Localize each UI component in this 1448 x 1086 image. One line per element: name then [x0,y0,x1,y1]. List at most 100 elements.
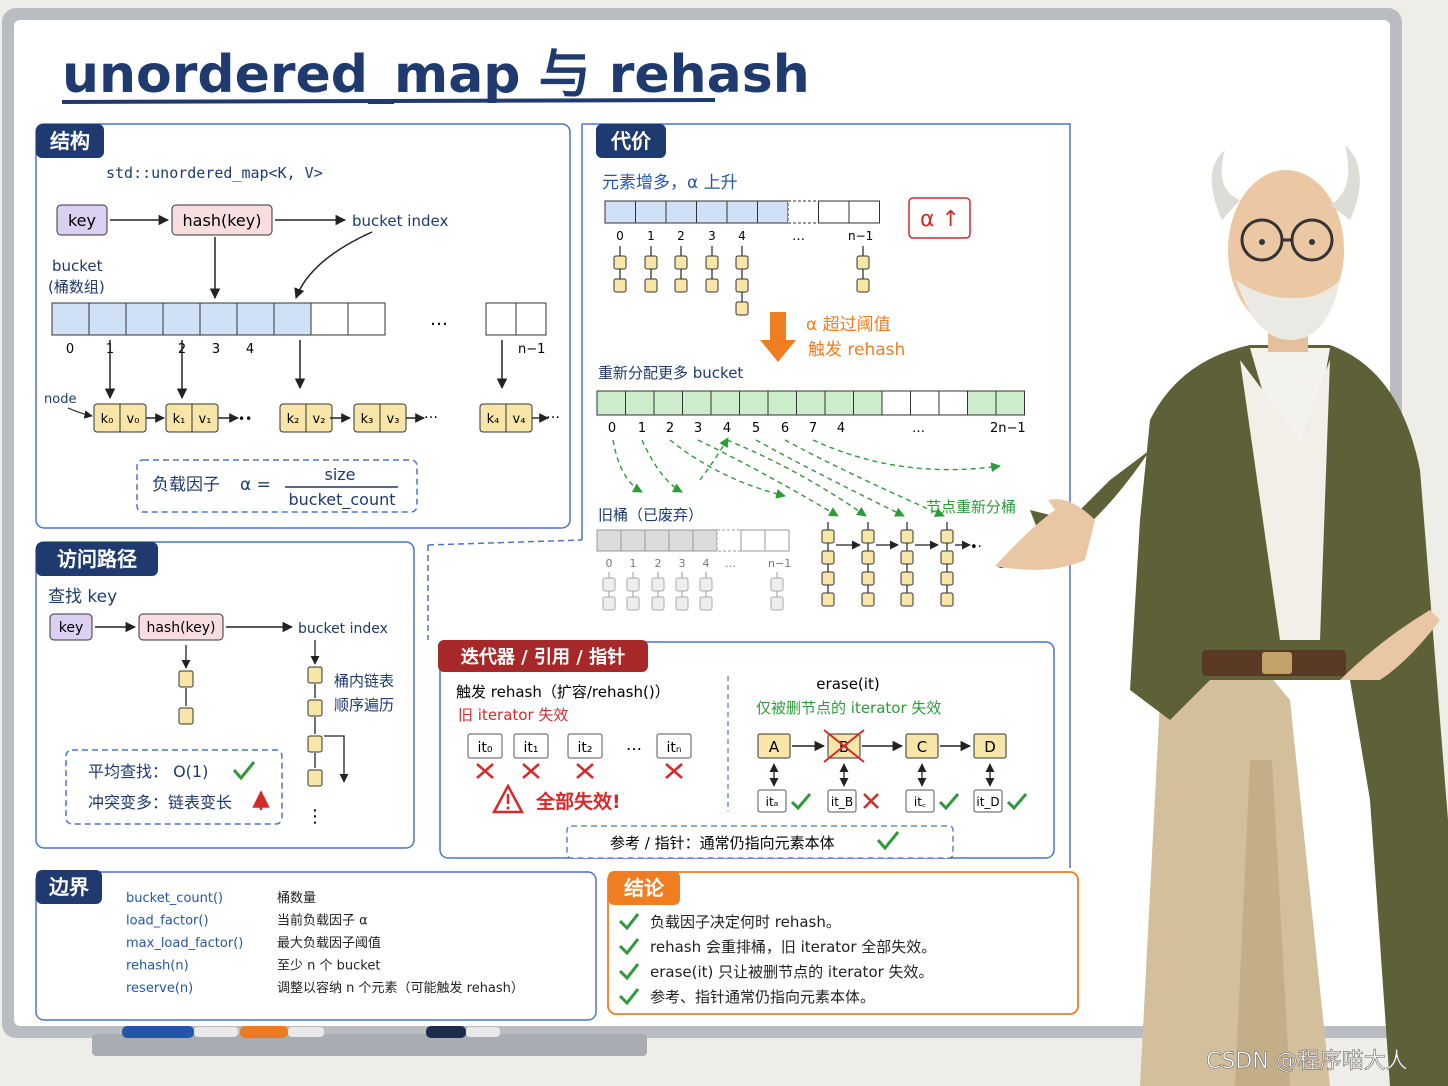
access-bucket-index: bucket index [298,621,388,637]
alpha-badge [908,197,971,239]
cost-bucket-index: 2 [677,229,685,243]
trigger-down-arrow-icon [760,312,796,362]
structure-type-label: std::unordered_map<K, V> [106,164,323,182]
old-bucket-cell [692,529,718,552]
svg-text:…: … [912,421,925,436]
node-iterator-label: itₐ [766,795,779,809]
bucket-cell [88,302,127,336]
chain-node [900,592,914,607]
node-key: k₄ [487,412,500,427]
conclusion-item: 参考、指针通常仍指向元素本体。 [650,988,875,1006]
new-bucket-index: 7 [809,421,817,436]
new-bucket-cell [938,390,968,416]
invalid-x-icon [476,763,494,779]
api-desc: 当前负载因子 α [277,913,368,929]
navy-marker-cap [466,1027,500,1037]
cost-header: 代价 [610,129,652,153]
new-bucket-index: 5 [752,421,760,436]
presenter-illustration [995,145,1448,1086]
node-letter: D [984,738,996,756]
redistribution-arrows [612,437,1001,517]
api-name: bucket_count() [126,891,223,906]
erase-node: Bit_B [823,729,879,813]
check-icon [618,988,640,1006]
api-desc: 最大负载因子阈值 [277,935,381,951]
conclusion-item: erase(it) 只让被删节点的 iterator 失效。 [650,963,934,981]
iterator-box: it₀ [467,733,503,779]
chain-node [900,529,914,544]
chain-node [900,571,914,586]
access-panel: 访问路径 查找 key key hash(key) bucket index ⋮… [35,541,415,849]
old-bucket-index: 3 [679,557,686,570]
svg-text:…: … [546,406,560,422]
chain-node [651,577,665,592]
erased-x-icon [863,793,879,809]
node-key: k₀ [101,412,114,427]
check-icon [618,963,640,981]
chain-node [699,596,713,611]
find-key-label: 查找 key [48,587,117,607]
node-value: v₄ [513,412,526,427]
alpha-equals: α = [240,475,271,495]
api-desc: 至少 n 个 bucket [277,959,380,974]
cost-bucket-cell [818,200,850,224]
invalid-x-icon [522,763,540,779]
new-bucket-cell [710,390,740,416]
key-label: key [68,211,96,230]
new-bucket-cell [824,390,854,416]
chain-node [644,278,658,293]
bucket-cell [162,302,201,336]
invalid-x-icon [576,763,594,779]
api-name: load_factor() [126,914,209,929]
structure-bucket-array [51,302,386,336]
cost-bucket-index: 3 [708,229,716,243]
all-invalid-label: 全部失效! [535,790,621,813]
chain-node [940,550,954,565]
bucket-cell-last-a [485,302,517,336]
trigger-line-2: 触发 rehash [808,340,905,360]
cost-bucket-cell [787,200,819,224]
conclusion-header: 结论 [624,876,665,900]
new-bucket-cell [910,390,940,416]
valid-check-icon [1006,793,1028,811]
old-bucket-label: 旧桶（已废弃） [598,506,703,524]
cost-bucket-cell [604,200,636,224]
chain-node [735,278,749,293]
structure-n-minus-1: n−1 [518,342,545,357]
collision-note: 冲突变多：链表变长 [88,793,232,812]
node-iterator-label: it_D [976,795,999,809]
chain-node [602,596,616,611]
chain-node [675,596,689,611]
marker-tray [92,1034,647,1056]
iterator-label: it₁ [524,740,539,756]
orange-marker-cap [288,1027,324,1037]
chain-node [644,255,658,270]
chain-node [861,550,875,565]
old-iterator-invalid: 旧 iterator 失效 [458,706,568,724]
node-value: v₀ [127,412,140,427]
chain-label-1: 桶内链表 [334,672,394,690]
key-box [56,204,108,236]
chain-node [770,577,784,592]
old-bucket-index: 0 [606,557,613,570]
old-bucket-cell [716,529,742,552]
old-bucket-cell [764,529,790,552]
old-bucket-cell [596,529,622,552]
chain-node [821,550,835,565]
new-bucket-cell [881,390,911,416]
svg-text:…: … [424,406,438,422]
new-bucket-index: 2 [666,421,674,436]
iterator-panel: 迭代器 / 引用 / 指针 触发 rehash（扩容/rehash()） 旧 i… [438,640,1055,859]
bucket-cell [51,302,90,336]
page-title: unordered_map 与 rehash [62,45,810,105]
bucket-label: bucket [52,257,103,275]
watermark: CSDN @程序喵大人 [1206,1049,1408,1074]
node-crossed-icon [823,729,865,763]
cost-bucket-index: 0 [616,229,624,243]
